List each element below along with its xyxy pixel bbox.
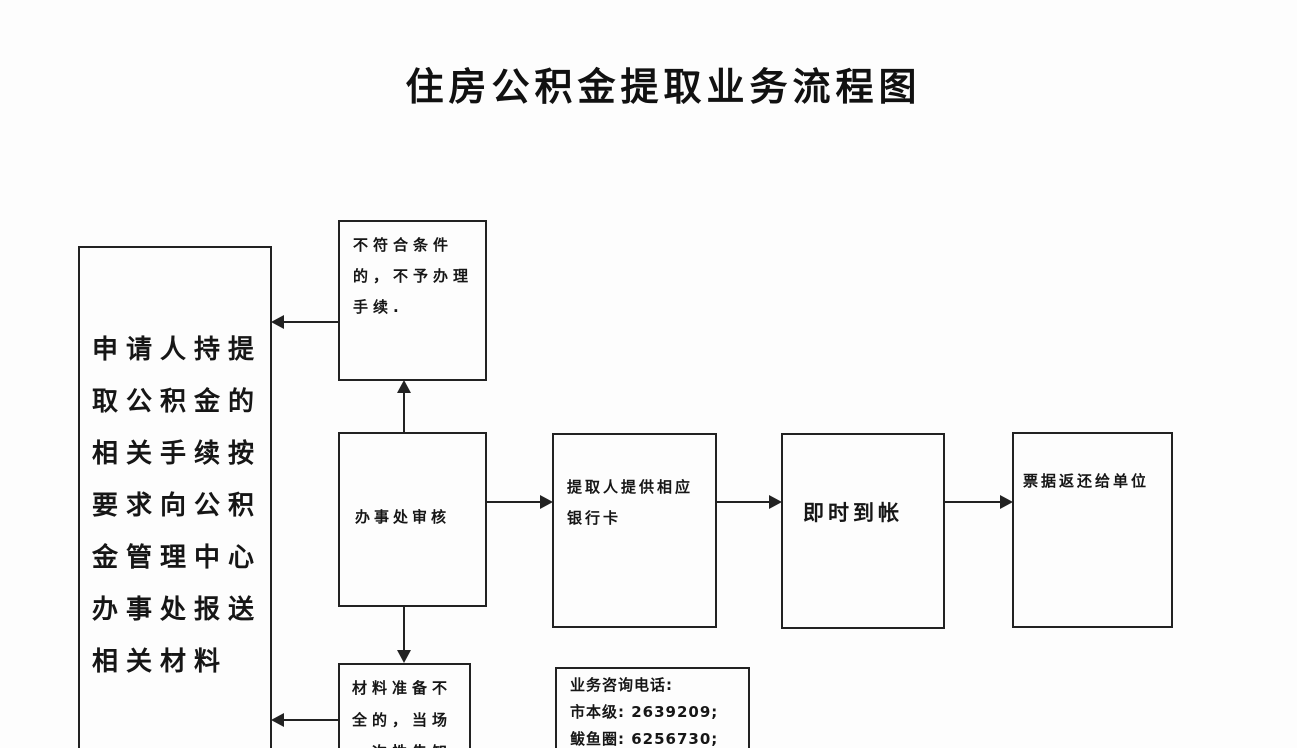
node-review-label: 办事处审核 xyxy=(355,508,451,526)
arrowhead-right-icon xyxy=(769,495,782,509)
node-bankcard-line1: 提取人提供相应 xyxy=(567,478,694,496)
node-hotline-line2: 市本级: 2639209; xyxy=(570,703,719,721)
node-bankcard: 提取人提供相应 银行卡 xyxy=(552,433,717,628)
node-incomplete-line2: 全的，当场 xyxy=(352,711,453,729)
node-applicant-text: 申请人持提取公积金的相关手续按要求向公积金管理中心办事处报送相关材料 xyxy=(92,335,263,677)
node-incomplete-line3: 一次性告知 xyxy=(352,736,469,748)
node-incomplete-line1: 材料准备不 xyxy=(352,679,453,697)
connector-bankcard-to-instant xyxy=(717,501,770,503)
node-hotline: 业务咨询电话: 市本级: 2639209; 鲅鱼圈: 6256730; xyxy=(555,667,750,748)
node-reject: 不符合条件 的，不予办理 手续. xyxy=(338,220,487,381)
connector-instant-to-receipt xyxy=(945,501,1001,503)
connector-incomplete-to-applicant xyxy=(283,719,338,721)
arrowhead-up-icon xyxy=(397,380,411,393)
node-hotline-line1: 业务咨询电话: xyxy=(570,676,673,694)
node-receipt: 票据返还给单位 xyxy=(1012,432,1173,628)
node-review: 办事处审核 xyxy=(338,432,487,607)
node-reject-line1: 不符合条件 xyxy=(353,236,454,254)
node-reject-line3: 手续. xyxy=(353,298,404,316)
node-incomplete: 材料准备不 全的，当场 一次性告知 xyxy=(338,663,471,748)
connector-review-to-incomplete xyxy=(403,607,405,652)
node-bankcard-line2: 银行卡 xyxy=(567,509,622,527)
connector-review-to-bankcard xyxy=(487,501,541,503)
page-title: 住房公积金提取业务流程图 xyxy=(405,65,922,109)
arrowhead-right-icon xyxy=(1000,495,1013,509)
connector-reject-to-applicant xyxy=(283,321,338,323)
node-receipt-label: 票据返还给单位 xyxy=(1023,472,1150,490)
node-hotline-line3: 鲅鱼圈: 6256730; xyxy=(570,730,719,748)
node-instant: 即时到帐 xyxy=(781,433,945,629)
node-instant-label: 即时到帐 xyxy=(803,501,903,525)
arrowhead-left-icon xyxy=(271,315,284,329)
node-applicant: 申请人持提取公积金的相关手续按要求向公积金管理中心办事处报送相关材料 xyxy=(78,246,272,748)
arrowhead-left-icon xyxy=(271,713,284,727)
arrowhead-down-icon xyxy=(397,650,411,663)
connector-review-to-reject xyxy=(403,391,405,432)
arrowhead-right-icon xyxy=(540,495,553,509)
node-reject-line2: 的，不予办理 xyxy=(353,267,474,285)
